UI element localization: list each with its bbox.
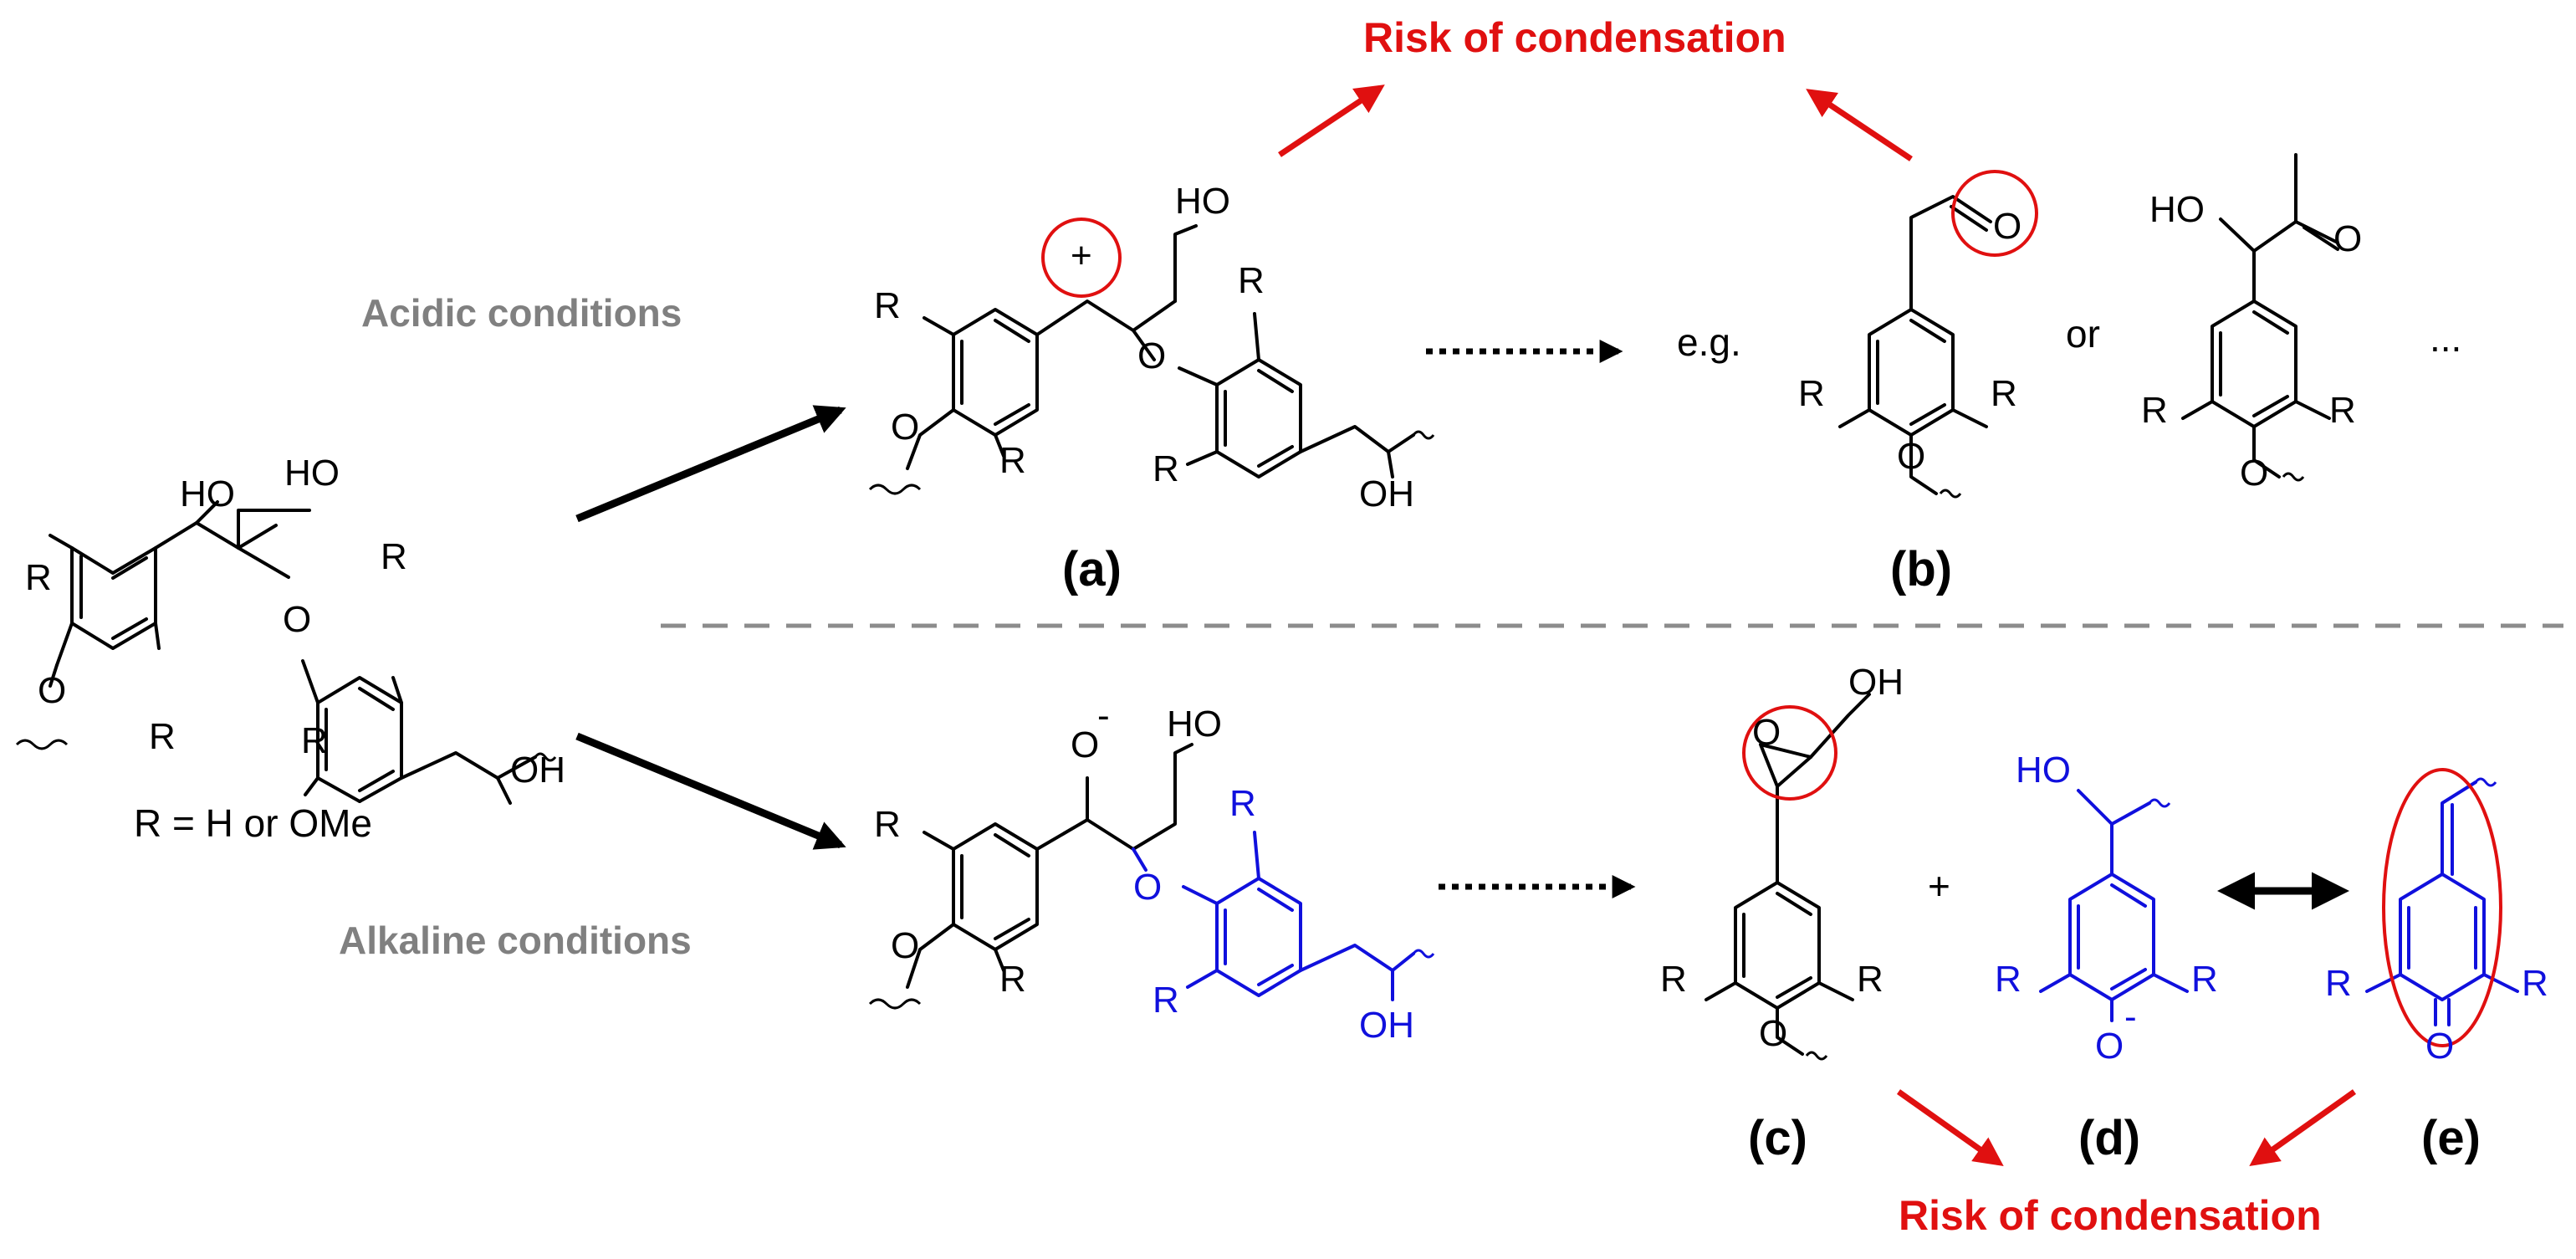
atom-R-blue: R <box>2522 963 2548 1004</box>
atom-O: O <box>1897 436 1925 477</box>
product-d: HO R R O - (d) <box>1995 750 2218 1165</box>
eg-text: e.g. <box>1677 320 1741 364</box>
atom-HO: HO <box>1175 181 1230 222</box>
atom-R: R <box>25 557 52 598</box>
intermediate-a: + HO R R O O R R OH (a) <box>868 181 1435 596</box>
atom-HO: HO <box>180 473 235 514</box>
atom-R: R <box>1238 260 1265 301</box>
atom-O: O <box>283 599 311 640</box>
or-text: or <box>2066 312 2100 356</box>
atom-R: R <box>999 440 1026 481</box>
atom-O-blue: O <box>2425 1026 2454 1067</box>
atom-R: R <box>1153 448 1179 489</box>
ellipsis-text: ... <box>2430 316 2461 360</box>
atom-R: R <box>149 716 176 757</box>
product-c: O OH R R O (c) <box>1660 662 1904 1165</box>
atom-R-blue: R <box>1995 959 2021 1000</box>
atom-O: O <box>1071 724 1099 765</box>
label-d: (d) <box>2078 1111 2140 1165</box>
atom-R: R <box>874 804 901 845</box>
anion-charge: - <box>1097 695 1110 736</box>
aldehyde-highlight <box>1951 170 2038 257</box>
risk-arrow-top-right <box>1806 89 1913 161</box>
atom-HO: HO <box>1167 704 1222 745</box>
atom-O: O <box>1759 1013 1787 1054</box>
atom-O: O <box>891 925 919 966</box>
atom-HO: HO <box>284 453 340 494</box>
atom-O: O <box>1993 206 2021 247</box>
risk-bottom-label: Risk of condensation <box>1899 1192 2322 1239</box>
atom-R-blue: R <box>1229 783 1256 824</box>
atom-OH: OH <box>1359 473 1414 514</box>
plus-text: + <box>1928 864 1950 908</box>
alkaline-conditions-label: Alkaline conditions <box>339 919 692 962</box>
atom-R: R <box>381 536 407 577</box>
risk-arrow-top-left <box>1278 84 1385 157</box>
starting-dimer: R R O HO HO O R R OH R = H or OMe <box>15 453 565 845</box>
acid-reaction-arrow <box>575 405 846 523</box>
atom-R: R <box>999 959 1026 1000</box>
atom-R: R <box>2329 390 2356 431</box>
atom-R: R <box>874 285 901 326</box>
label-b: (b) <box>1890 542 1952 596</box>
label-e: (e) <box>2421 1111 2481 1165</box>
label-a: (a) <box>1062 542 1122 596</box>
substituent-note: R = H or OMe <box>134 801 372 845</box>
risk-arrow-bottom-right <box>2249 1089 2357 1167</box>
atom-O: O <box>38 670 66 711</box>
risk-arrow-bottom-left <box>1896 1089 2004 1167</box>
atom-O-blue: O <box>1133 867 1162 908</box>
label-c: (c) <box>1748 1111 1807 1165</box>
atom-R: R <box>1798 373 1825 414</box>
atom-R: R <box>301 720 328 761</box>
atom-O: O <box>2333 218 2362 259</box>
atom-OH-blue: OH <box>1359 1005 1414 1046</box>
atom-HO: HO <box>2149 189 2205 230</box>
atom-R-blue: R <box>2191 959 2218 1000</box>
alkali-reaction-arrow <box>575 732 846 850</box>
atom-O: O <box>1752 712 1781 753</box>
atom-O-blue: O <box>2095 1026 2124 1067</box>
atom-R-blue: R <box>1153 980 1179 1021</box>
atom-R: R <box>1660 959 1687 1000</box>
atom-OH: OH <box>510 750 565 791</box>
atom-HO-blue: HO <box>2016 750 2071 791</box>
acidic-conditions-label: Acidic conditions <box>361 291 682 335</box>
atom-O: O <box>891 407 919 448</box>
risk-top-label: Risk of condensation <box>1363 14 1786 61</box>
atom-O: O <box>2240 453 2268 494</box>
products-b: O R R O or HO O R R O ... (b) <box>1798 153 2461 596</box>
quinone-methide-highlight <box>2382 768 2502 1047</box>
atom-OH: OH <box>1848 662 1904 703</box>
atom-R: R <box>2141 390 2168 431</box>
epoxide-highlight <box>1742 705 1837 801</box>
intermediate-alkaline: O - HO R R O O R R OH <box>868 695 1435 1046</box>
product-e: R R O (e) <box>2325 768 2548 1165</box>
atom-O: O <box>1137 335 1166 376</box>
atom-R-blue: R <box>2325 963 2352 1004</box>
cation-charge: + <box>1071 235 1092 276</box>
atom-R: R <box>1857 959 1883 1000</box>
anion-charge-blue: - <box>2124 996 2137 1037</box>
atom-R: R <box>1991 373 2017 414</box>
carbocation-highlight <box>1041 218 1122 298</box>
